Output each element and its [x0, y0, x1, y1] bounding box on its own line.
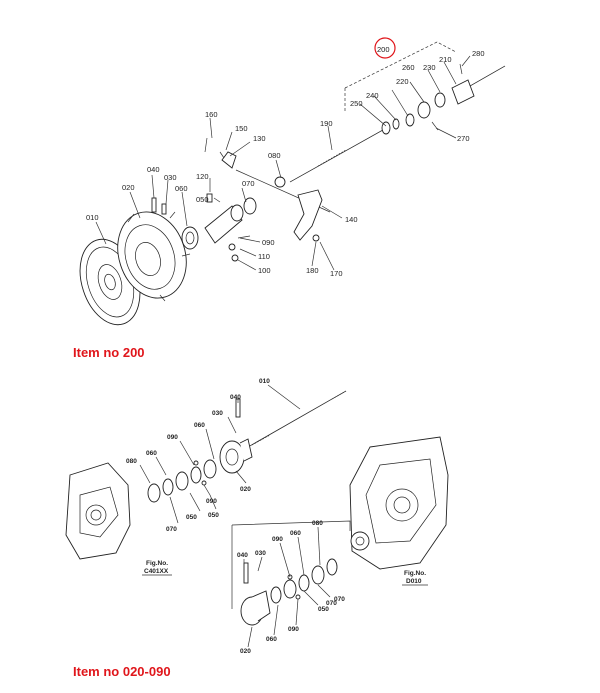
- callout-250: 250: [350, 99, 363, 108]
- callout-050b: 050: [208, 512, 219, 519]
- shaft-exploded-diagram: 010 040 030 090 060 080 060 020 050 070 …: [0, 365, 600, 655]
- housing-left: [65, 462, 131, 560]
- callout-080: 080: [268, 151, 281, 160]
- callout-030: 030: [164, 173, 177, 182]
- callout-090b: 090: [206, 498, 217, 505]
- callout-150: 150: [235, 124, 248, 133]
- callout-040: 040: [147, 165, 160, 174]
- callout-020: 020: [122, 183, 135, 192]
- callout-020b: 020: [240, 648, 251, 655]
- callout-080: 080: [126, 458, 137, 465]
- callout-070: 070: [166, 526, 177, 533]
- callout-230: 230: [423, 63, 436, 72]
- bolt-180: [312, 234, 320, 242]
- callout-050: 050: [196, 195, 209, 204]
- bearing-stack: [147, 459, 217, 503]
- lower-bearing-stack: [240, 558, 338, 626]
- pin: [237, 235, 251, 239]
- callout-260: 260: [402, 63, 415, 72]
- callout-040: 040: [230, 394, 241, 401]
- callout-030: 030: [212, 410, 223, 417]
- callout-280: 280: [472, 49, 485, 58]
- callout-100: 100: [258, 266, 271, 275]
- pin-280: [459, 63, 463, 75]
- callout-220: 220: [396, 77, 409, 86]
- housing-right: [349, 436, 449, 570]
- main-shaft: [247, 390, 347, 448]
- seal-ring: [243, 197, 257, 215]
- callout-110: 110: [258, 252, 270, 261]
- callout-010: 010: [86, 213, 99, 222]
- callout-090: 090: [262, 238, 275, 247]
- release-fork: [221, 151, 331, 241]
- fig-ref-right-label: Fig.No.: [404, 570, 426, 577]
- callout-050: 050: [186, 514, 197, 521]
- highlight-circle: [374, 37, 396, 59]
- shaft-rings: [381, 92, 446, 135]
- nut: [231, 254, 239, 262]
- callout-120: 120: [196, 172, 209, 181]
- callout-060: 060: [194, 422, 205, 429]
- release-bearing: [181, 226, 199, 250]
- callout-140: 140: [345, 215, 358, 224]
- callout-090c: 090: [272, 536, 283, 543]
- callout-070b: 070: [326, 600, 337, 607]
- washer-080: [274, 176, 286, 188]
- callout-060: 060: [175, 184, 188, 193]
- inset-outline: [231, 520, 351, 609]
- callout-040b: 040: [237, 552, 248, 559]
- callout-070c: 070: [334, 596, 345, 603]
- callout-090d: 090: [288, 626, 299, 633]
- clutch-exploded-diagram: 200 280 260 230 210 220 250 240 270 160 …: [0, 0, 600, 340]
- gear-020: [219, 438, 253, 474]
- fig-ref-right-code: D010: [406, 578, 422, 585]
- input-shaft: [289, 125, 391, 183]
- callout-130: 130: [253, 134, 266, 143]
- release-sleeve: [204, 204, 244, 244]
- callout-170: 170: [330, 269, 343, 278]
- washer: [228, 243, 236, 251]
- fig-ref-left-label: Fig.No.: [146, 560, 168, 567]
- heading-item-020-090: Item no 020-090: [73, 664, 171, 679]
- callout-060d: 060: [266, 636, 277, 643]
- callout-030b: 030: [255, 550, 266, 557]
- callout-090: 090: [167, 434, 178, 441]
- callout-070: 070: [242, 179, 255, 188]
- callout-080b: 080: [312, 520, 323, 527]
- callout-210: 210: [439, 55, 452, 64]
- heading-item-200: Item no 200: [73, 345, 145, 360]
- callout-060c: 060: [290, 530, 301, 537]
- callout-060b: 060: [146, 450, 157, 457]
- callout-270: 270: [457, 134, 470, 143]
- coupling: [451, 65, 506, 105]
- callout-020: 020: [240, 486, 251, 493]
- pressure-plate: [117, 211, 191, 302]
- callout-160: 160: [205, 110, 218, 119]
- callout-050c: 050: [318, 606, 329, 613]
- pins: [204, 137, 225, 159]
- callout-190: 190: [320, 119, 333, 128]
- callout-180: 180: [306, 266, 319, 275]
- lower-pin: [243, 562, 249, 584]
- fig-ref-left-code: C401XX: [144, 568, 169, 575]
- callout-200: 200: [377, 45, 390, 54]
- callout-010: 010: [259, 378, 270, 385]
- group-outline: [344, 41, 457, 112]
- callout-240: 240: [366, 91, 379, 100]
